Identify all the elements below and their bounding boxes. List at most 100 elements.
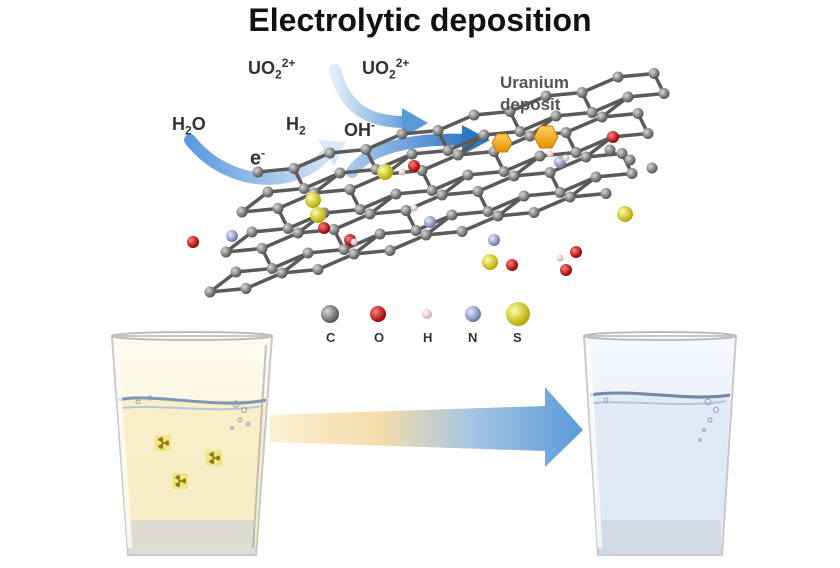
atom-s [482,254,498,270]
bond [401,128,439,136]
atom-c [272,203,284,214]
atom-o [560,264,572,276]
atom-c [580,151,592,163]
atom-c [220,246,232,258]
uranyl-label-2: UO22+ [362,56,410,82]
bond [389,233,427,253]
atom-o [408,160,420,172]
atom-c [344,184,356,195]
bond [425,229,463,237]
bond [395,188,433,196]
atom-c [348,248,360,260]
legend-label-nitrogen: N [468,330,478,345]
atom-c [590,171,602,183]
bond [539,150,577,158]
atom-c [600,188,612,199]
bubble [230,426,234,430]
atom-c [246,226,258,238]
atom-c [472,186,484,197]
uranyl-arrow [329,64,411,128]
clean-water-glass [582,331,738,556]
bond [559,175,597,195]
bond [591,95,629,115]
radiation-icon [155,435,171,451]
atom-c [658,88,670,99]
bond [225,246,263,254]
bond [549,155,587,175]
bond [595,171,633,179]
atom-h [546,150,554,158]
bubble [698,438,702,442]
legend-label-carbon: C [326,330,336,345]
atom-h [410,204,418,212]
atom-h [556,254,564,262]
atom-c [462,169,474,181]
bond [209,286,247,294]
bond [545,90,583,98]
atom-c [252,166,264,178]
bond [575,135,613,155]
atom-c [354,204,366,215]
atom-c [452,149,464,161]
atom-c [288,163,300,174]
atom-c [528,207,540,218]
legend-atom-o [370,306,386,322]
atom-c [612,71,624,83]
bond [303,171,341,191]
atom-c [230,266,242,278]
atom-c [324,147,336,159]
atom-c [570,147,582,158]
atom-h [562,154,570,162]
atom-n [226,230,238,242]
bond [271,251,309,271]
bond [473,109,511,117]
bond [261,231,299,251]
atom-o [570,246,582,258]
atom-c [442,145,454,156]
atom-o [187,236,199,248]
bond [555,110,593,118]
atom-c [338,244,350,255]
atom-c [204,286,216,298]
bubble [704,398,712,406]
atom-c [604,144,616,156]
atom-c [328,224,340,235]
bond [523,190,561,198]
atom-c [560,127,572,138]
bond [581,75,619,95]
atom-c [596,111,608,123]
atom-c [624,154,636,166]
bond [411,148,449,156]
bond [313,187,351,195]
atom-o [607,131,619,143]
bubble [237,417,243,423]
bubble [135,399,141,405]
bubbles-right [603,397,719,442]
atom-c [456,226,468,237]
legend-label-sulfur: S [513,330,522,345]
atom-c [498,166,510,177]
bubble [713,407,719,413]
uranyl-arrow-head [402,108,428,138]
bond [421,153,459,173]
bubble [707,417,713,423]
atom-c [298,183,310,194]
atom-c [646,162,658,174]
bond [461,214,499,234]
bond [483,129,521,137]
bond [509,94,547,114]
bubble [246,422,250,426]
atom-c [360,144,372,155]
bond [617,71,655,79]
atom-c [292,227,304,239]
bond [451,209,489,217]
bond [457,149,495,157]
bond [533,195,571,215]
bond [565,115,603,135]
bubble [232,400,240,408]
bond [437,113,475,133]
bond [477,174,515,194]
atom-c [540,90,552,102]
uranium-deposit-label-line1: Uranium [500,73,569,92]
